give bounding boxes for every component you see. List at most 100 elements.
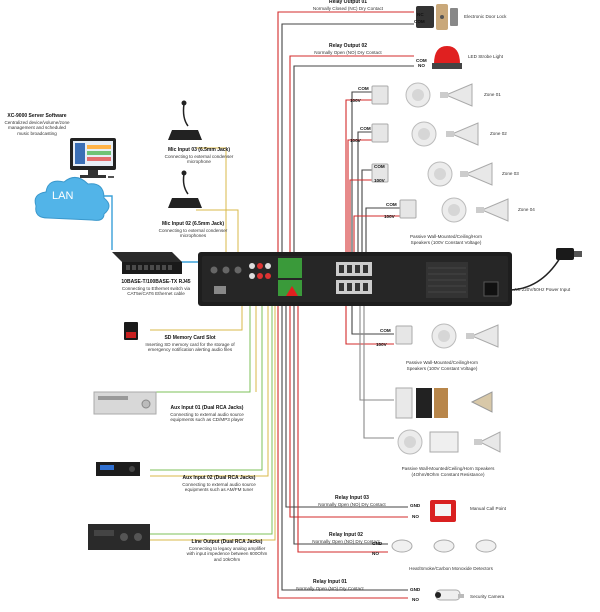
ac-power-label: AC 220V/50Hz Power Input [514,287,571,292]
line-out-desc: Connecting to legacy analog amplifier wi… [186,545,268,562]
relay-input-03-gnd: GND [410,503,421,508]
pa-controller-rear-panel [198,252,512,306]
server-software-label: XC-9000 Server Software Centralized devi… [2,113,72,136]
zone-speaker-sets [371,82,509,223]
zone-02-100v: 100V [350,138,361,143]
detector-label: Heat/Smoke/Carbon Monoxide Detectors [409,566,493,571]
mic-02-desc: Connecting to external condenser microph… [158,227,228,239]
zone-02-speakers [371,121,479,147]
zone-03-label: Zone 03 [502,171,519,176]
zone-01-com: COM [358,86,369,91]
relay-input-02-gnd: GND [372,541,383,546]
relay-input-01-gnd: GND [410,587,421,592]
relay-input-02-label: Relay Input 02 Normally Open (NO) Dry Co… [296,532,396,544]
relay-output-01-label: Relay Output 01 Normally Closed (NC) Dry… [298,0,398,11]
camera-label: Security Camera [470,594,505,599]
ethernet-desc: Connecting to Ethernet switch via CAT5e/… [121,285,191,297]
relay-input-03-no: NO [412,514,419,519]
relay-output-01-title: Relay Output 01 [328,0,368,5]
zone-02-com: COM [360,126,371,131]
zone-02-label: Zone 02 [490,131,507,136]
speaker-wires-100v [345,91,400,439]
relay-output-02-no: NO [418,63,425,68]
mic-03-desc: Connecting to external condenser microph… [164,153,234,165]
relay-input-01-label: Relay Input 01 Normally Open (NO) Dry Co… [280,579,380,591]
relay-input-02-desc: Normally Open (NO) Dry Contact [312,538,380,544]
detector-devices [391,539,497,553]
relay-input-02-no: NO [372,551,379,556]
lan-label: LAN [52,190,74,202]
aux-02-label: Aux Input 02 (Dual RCA Jacks) Connecting… [176,475,262,493]
strobe-light-device [432,46,462,69]
relay-input-wires [277,300,408,599]
speaker-set-100v [395,323,499,349]
zone-03-100v: 100V [374,178,385,183]
zone-01-label: Zone 01 [484,92,501,97]
zone-03-speakers [371,161,493,187]
am-fm-tuner [96,462,140,476]
mic-02-label: Mic Input 02 (6.5mm Jack) Connecting to … [148,221,238,239]
line-out-title: Line Output (Dual RCA Jacks) [191,539,263,545]
relay-output-wires [277,11,414,258]
sd-slot-title: SD Memory Card Slot [164,335,216,341]
passive-res-label: Passive Wall-Mounted/Ceiling/Horn Speake… [401,466,495,477]
relay-input-02-title: Relay Input 02 [329,532,363,538]
server-computer [70,138,116,178]
microphone-02 [168,170,202,208]
mic-03-title: Mic Input 03 (6.5mm Jack) [168,147,230,153]
relay-input-01-title: Relay Input 01 [313,579,347,585]
relay-output-01-com: COM [414,19,425,24]
passive-100v-label-bottom: Passive Wall-Mounted/Ceiling/Horn Speake… [405,360,479,371]
line-out-label: Line Output (Dual RCA Jacks) Connecting … [184,539,270,562]
aux-01-label: Aux Input 01 (Dual RCA Jacks) Connecting… [164,405,250,423]
passive-100v-label-top: Passive Wall-Mounted/Ceiling/Horn Speake… [409,234,483,245]
zone-04-speakers [399,197,509,223]
sd-card [124,322,138,340]
speaker-set-4-8-ohm [395,387,501,455]
zone-04-com: COM [386,202,397,207]
server-software-title: XC-9000 Server Software [7,113,67,119]
door-lock-device [416,4,458,30]
speaker-100v-100v: 100V [376,342,387,347]
analog-amplifier [88,524,150,550]
strobe-label: LED Strobe Light [468,54,503,59]
relay-output-02-title: Relay Output 02 [328,43,368,49]
aux-01-title: Aux Input 01 (Dual RCA Jacks) [170,405,244,411]
ethernet-title: 10BASE-T/100BASE-TX RJ45 [121,279,191,285]
manual-call-point-device [430,500,456,522]
zone-04-100v: 100V [384,214,395,219]
microphone-03 [168,100,202,140]
mic-03-label: Mic Input 03 (6.5mm Jack) Connecting to … [162,147,236,165]
relay-input-01-desc: Normally Open (NO) Dry Contact [296,585,364,591]
call-point-label: Manual Call Point [470,506,507,511]
security-camera-device [435,589,464,601]
aux-02-title: Aux Input 02 (Dual RCA Jacks) [182,475,256,481]
relay-output-02-desc: Normally Open (NO) Dry Contact [314,49,382,55]
ethernet-label: 10BASE-T/100BASE-TX RJ45 Connecting to E… [116,279,196,297]
relay-input-03-label: Relay Input 03 Normally Open (NO) Dry Co… [302,495,402,507]
aux-02-desc: Connecting to external audio source equi… [182,481,256,493]
zone-04-label: Zone 04 [518,207,535,212]
zone-01-100v: 100V [350,98,361,103]
relay-input-03-title: Relay Input 03 [335,495,369,501]
zone-01-speakers [371,82,473,108]
door-lock-label: Electronic Door Lock [464,14,507,19]
server-software-desc: Centralized device/volume/zone managemen… [4,119,70,136]
speaker-100v-com: COM [380,328,391,333]
cd-player [93,391,157,415]
zone-03-com: COM [374,164,385,169]
relay-input-03-desc: Normally Open (NO) Dry Contact [318,501,386,507]
lan-cloud [34,177,110,221]
relay-output-02-label: Relay Output 02 Normally Open (NO) Dry C… [298,43,398,55]
relay-output-01-desc: Normally Closed (NC) Dry Contact [312,5,384,11]
mic-02-title: Mic Input 02 (6.5mm Jack) [162,221,224,227]
aux-01-desc: Connecting to external audio source equi… [170,411,244,423]
relay-input-01-no: NO [412,597,419,602]
sd-slot-label: SD Memory Card Slot Inserting SD memory … [144,335,236,353]
relay-output-02-com: COM [416,58,427,63]
audio-wires [150,147,276,541]
relay-output-01-nc: NC [417,12,424,17]
power-cord [556,248,582,260]
sd-slot-desc: Inserting SD memory card for the storage… [145,341,235,353]
